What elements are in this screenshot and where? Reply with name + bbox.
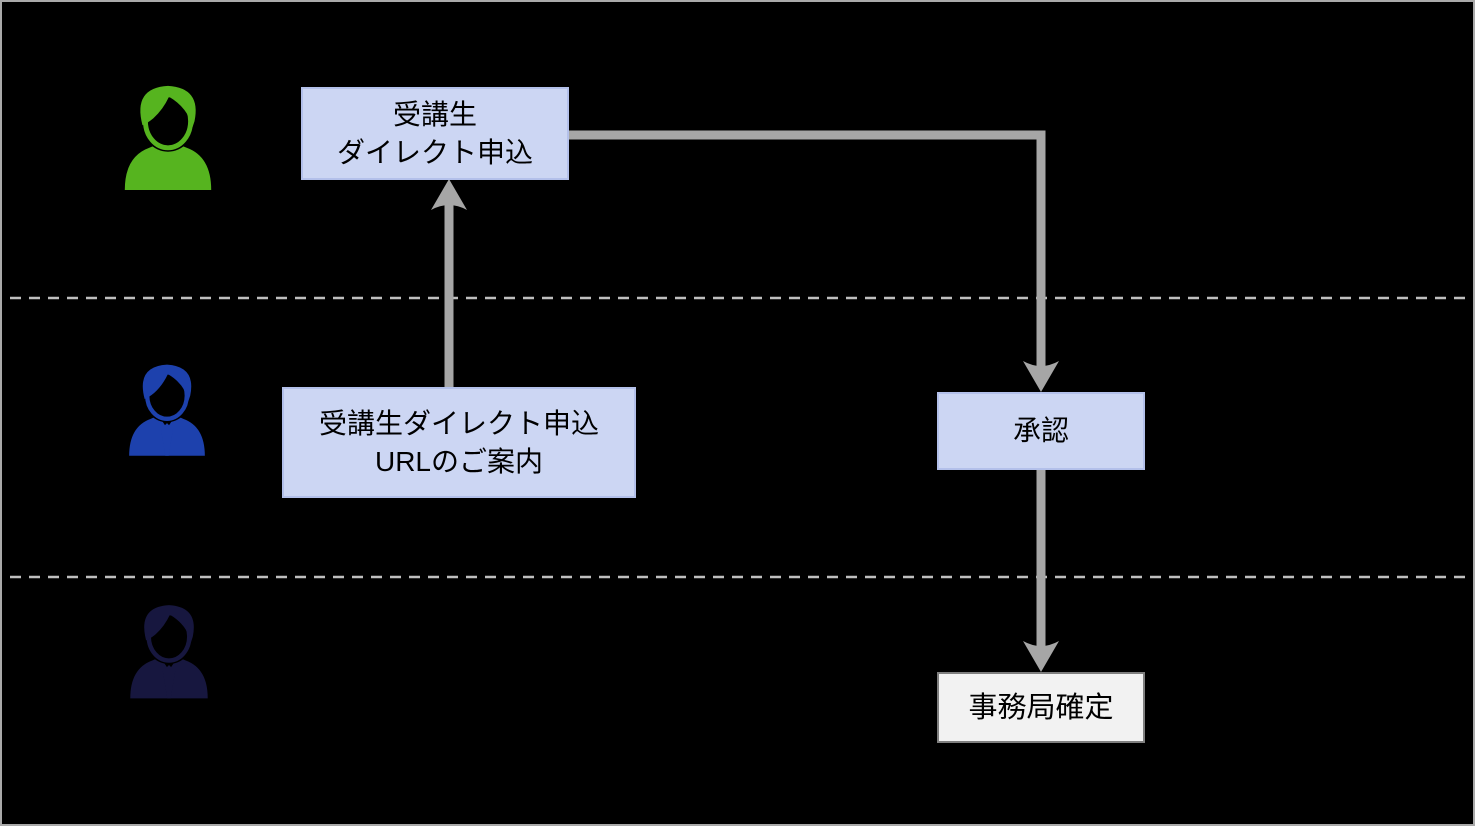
node-label-line: ダイレクト申込 (336, 136, 533, 168)
node-approve: 承認 (937, 392, 1145, 470)
node-label-line: 承認 (1012, 415, 1069, 446)
person-tie-icon (125, 600, 213, 700)
node-label-line: URLのご案内 (374, 445, 543, 477)
arrow-url-to-apply (431, 179, 467, 387)
person-tie-icon (124, 360, 210, 457)
node-url-guide: 受講生ダイレクト申込 URLのご案内 (282, 387, 636, 498)
arrow-approve-to-confirm (1023, 470, 1059, 672)
node-office-confirm: 事務局確定 (937, 672, 1145, 743)
node-student-direct-apply: 受講生 ダイレクト申込 (301, 87, 569, 180)
person-icon (118, 82, 218, 190)
arrow-apply-to-approve (568, 130, 1059, 392)
node-label-line: 受講生 (392, 98, 477, 130)
node-label-line: 受講生ダイレクト申込 (318, 407, 599, 439)
node-label-line: 事務局確定 (968, 691, 1114, 724)
